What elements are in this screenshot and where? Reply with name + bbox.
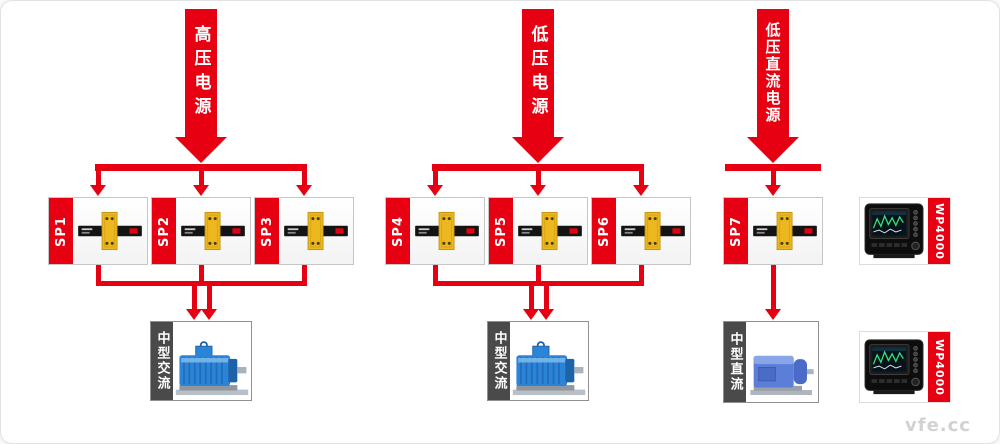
load-box-ac-1: 中型交流 xyxy=(150,321,252,401)
flow-line xyxy=(96,265,101,283)
sensor-image xyxy=(748,198,822,264)
flow-arrow-icon xyxy=(90,185,106,196)
transducer-label: SP7 xyxy=(728,215,744,247)
analyzer-strip: WP4000 xyxy=(928,332,950,402)
analyzer-label: WP4000 xyxy=(932,202,946,260)
transducer-strip: SP1 xyxy=(49,198,73,264)
banner-arrow-down-icon xyxy=(512,137,564,163)
transducer-label: SP5 xyxy=(493,215,509,247)
analyzer-label: WP4000 xyxy=(932,338,946,396)
load-strip: 中型交流 xyxy=(151,322,173,400)
collector-bar-group2 xyxy=(433,281,644,286)
ac-motor-image xyxy=(510,322,588,400)
flow-arrow-icon xyxy=(186,309,202,320)
flow-line xyxy=(96,171,101,187)
bus-bar-group3 xyxy=(725,164,821,171)
transducer-strip: SP2 xyxy=(152,198,176,264)
flow-line xyxy=(302,171,307,187)
flow-line xyxy=(302,265,307,283)
transducer-strip: SP7 xyxy=(724,198,748,264)
flow-arrow-icon xyxy=(201,309,217,320)
flow-arrow-icon xyxy=(633,185,649,196)
transducer-label: SP2 xyxy=(156,215,172,247)
analyzer-box-1: WP4000 xyxy=(859,197,951,265)
flow-arrow-icon xyxy=(427,185,443,196)
transducer-box-sp3: SP3 xyxy=(254,197,354,265)
sensor-image xyxy=(410,198,484,264)
load-strip: 中型直流 xyxy=(724,322,746,402)
transducer-box-sp4: SP4 xyxy=(385,197,485,265)
sensor-image xyxy=(513,198,587,264)
bus-bar-group2 xyxy=(432,164,644,171)
transducer-label: SP3 xyxy=(259,215,275,247)
collector-bar-group1 xyxy=(96,281,307,286)
transducer-label: SP6 xyxy=(596,215,612,247)
transducer-label: SP1 xyxy=(53,215,69,247)
flow-line xyxy=(544,281,549,311)
flow-line xyxy=(536,171,541,187)
transducer-box-sp7: SP7 xyxy=(723,197,823,265)
flow-line xyxy=(529,281,534,311)
flow-line xyxy=(536,265,541,283)
flow-line xyxy=(771,171,776,187)
load-label: 中型直流 xyxy=(727,332,743,392)
sensor-image xyxy=(73,198,147,264)
flow-arrow-icon xyxy=(523,309,539,320)
transducer-strip: SP5 xyxy=(489,198,513,264)
power-source-banner-lvdc: 低压直流电源 xyxy=(757,9,789,137)
flow-line xyxy=(433,265,438,283)
banner-arrow-down-icon xyxy=(175,137,227,163)
power-source-label-lv: 低压电源 xyxy=(527,25,548,121)
transducer-box-sp6: SP6 xyxy=(591,197,691,265)
sensor-image xyxy=(279,198,353,264)
banner-arrow-down-icon xyxy=(747,137,799,163)
load-box-dc: 中型直流 xyxy=(723,321,819,403)
flow-arrow-icon xyxy=(765,185,781,196)
flow-arrow-icon xyxy=(765,309,781,320)
transducer-box-sp5: SP5 xyxy=(488,197,588,265)
ac-motor-image xyxy=(173,322,251,400)
flow-arrow-icon xyxy=(530,185,546,196)
transducer-strip: SP4 xyxy=(386,198,410,264)
flow-arrow-icon xyxy=(538,309,554,320)
dc-motor-image xyxy=(746,322,818,402)
flow-line xyxy=(199,265,204,283)
analyzer-image xyxy=(860,332,928,402)
transducer-strip: SP6 xyxy=(592,198,616,264)
analyzer-box-2: WP4000 xyxy=(859,331,951,403)
flow-arrow-icon xyxy=(193,185,209,196)
load-label: 中型交流 xyxy=(491,331,507,391)
load-strip: 中型交流 xyxy=(488,322,510,400)
flow-line xyxy=(192,281,197,311)
flow-line xyxy=(639,265,644,283)
watermark: vfe.cc xyxy=(905,415,971,436)
load-label: 中型交流 xyxy=(154,331,170,391)
flow-arrow-icon xyxy=(296,185,312,196)
flow-line xyxy=(771,265,776,311)
sensor-image xyxy=(176,198,250,264)
load-box-ac-2: 中型交流 xyxy=(487,321,589,401)
flow-line xyxy=(639,171,644,187)
transducer-label: SP4 xyxy=(390,215,406,247)
transducer-box-sp1: SP1 xyxy=(48,197,148,265)
flow-line xyxy=(433,171,438,187)
bus-bar-group1 xyxy=(95,164,307,171)
flow-line xyxy=(199,171,204,187)
analyzer-image xyxy=(860,198,928,264)
flow-line xyxy=(207,281,212,311)
power-source-label-hv: 高压电源 xyxy=(190,25,211,121)
transducer-strip: SP3 xyxy=(255,198,279,264)
power-source-banner-hv: 高压电源 xyxy=(185,9,217,137)
analyzer-strip: WP4000 xyxy=(928,198,950,264)
power-source-banner-lv: 低压电源 xyxy=(522,9,554,137)
power-source-label-lvdc: 低压直流电源 xyxy=(763,22,782,124)
sensor-image xyxy=(616,198,690,264)
transducer-box-sp2: SP2 xyxy=(151,197,251,265)
